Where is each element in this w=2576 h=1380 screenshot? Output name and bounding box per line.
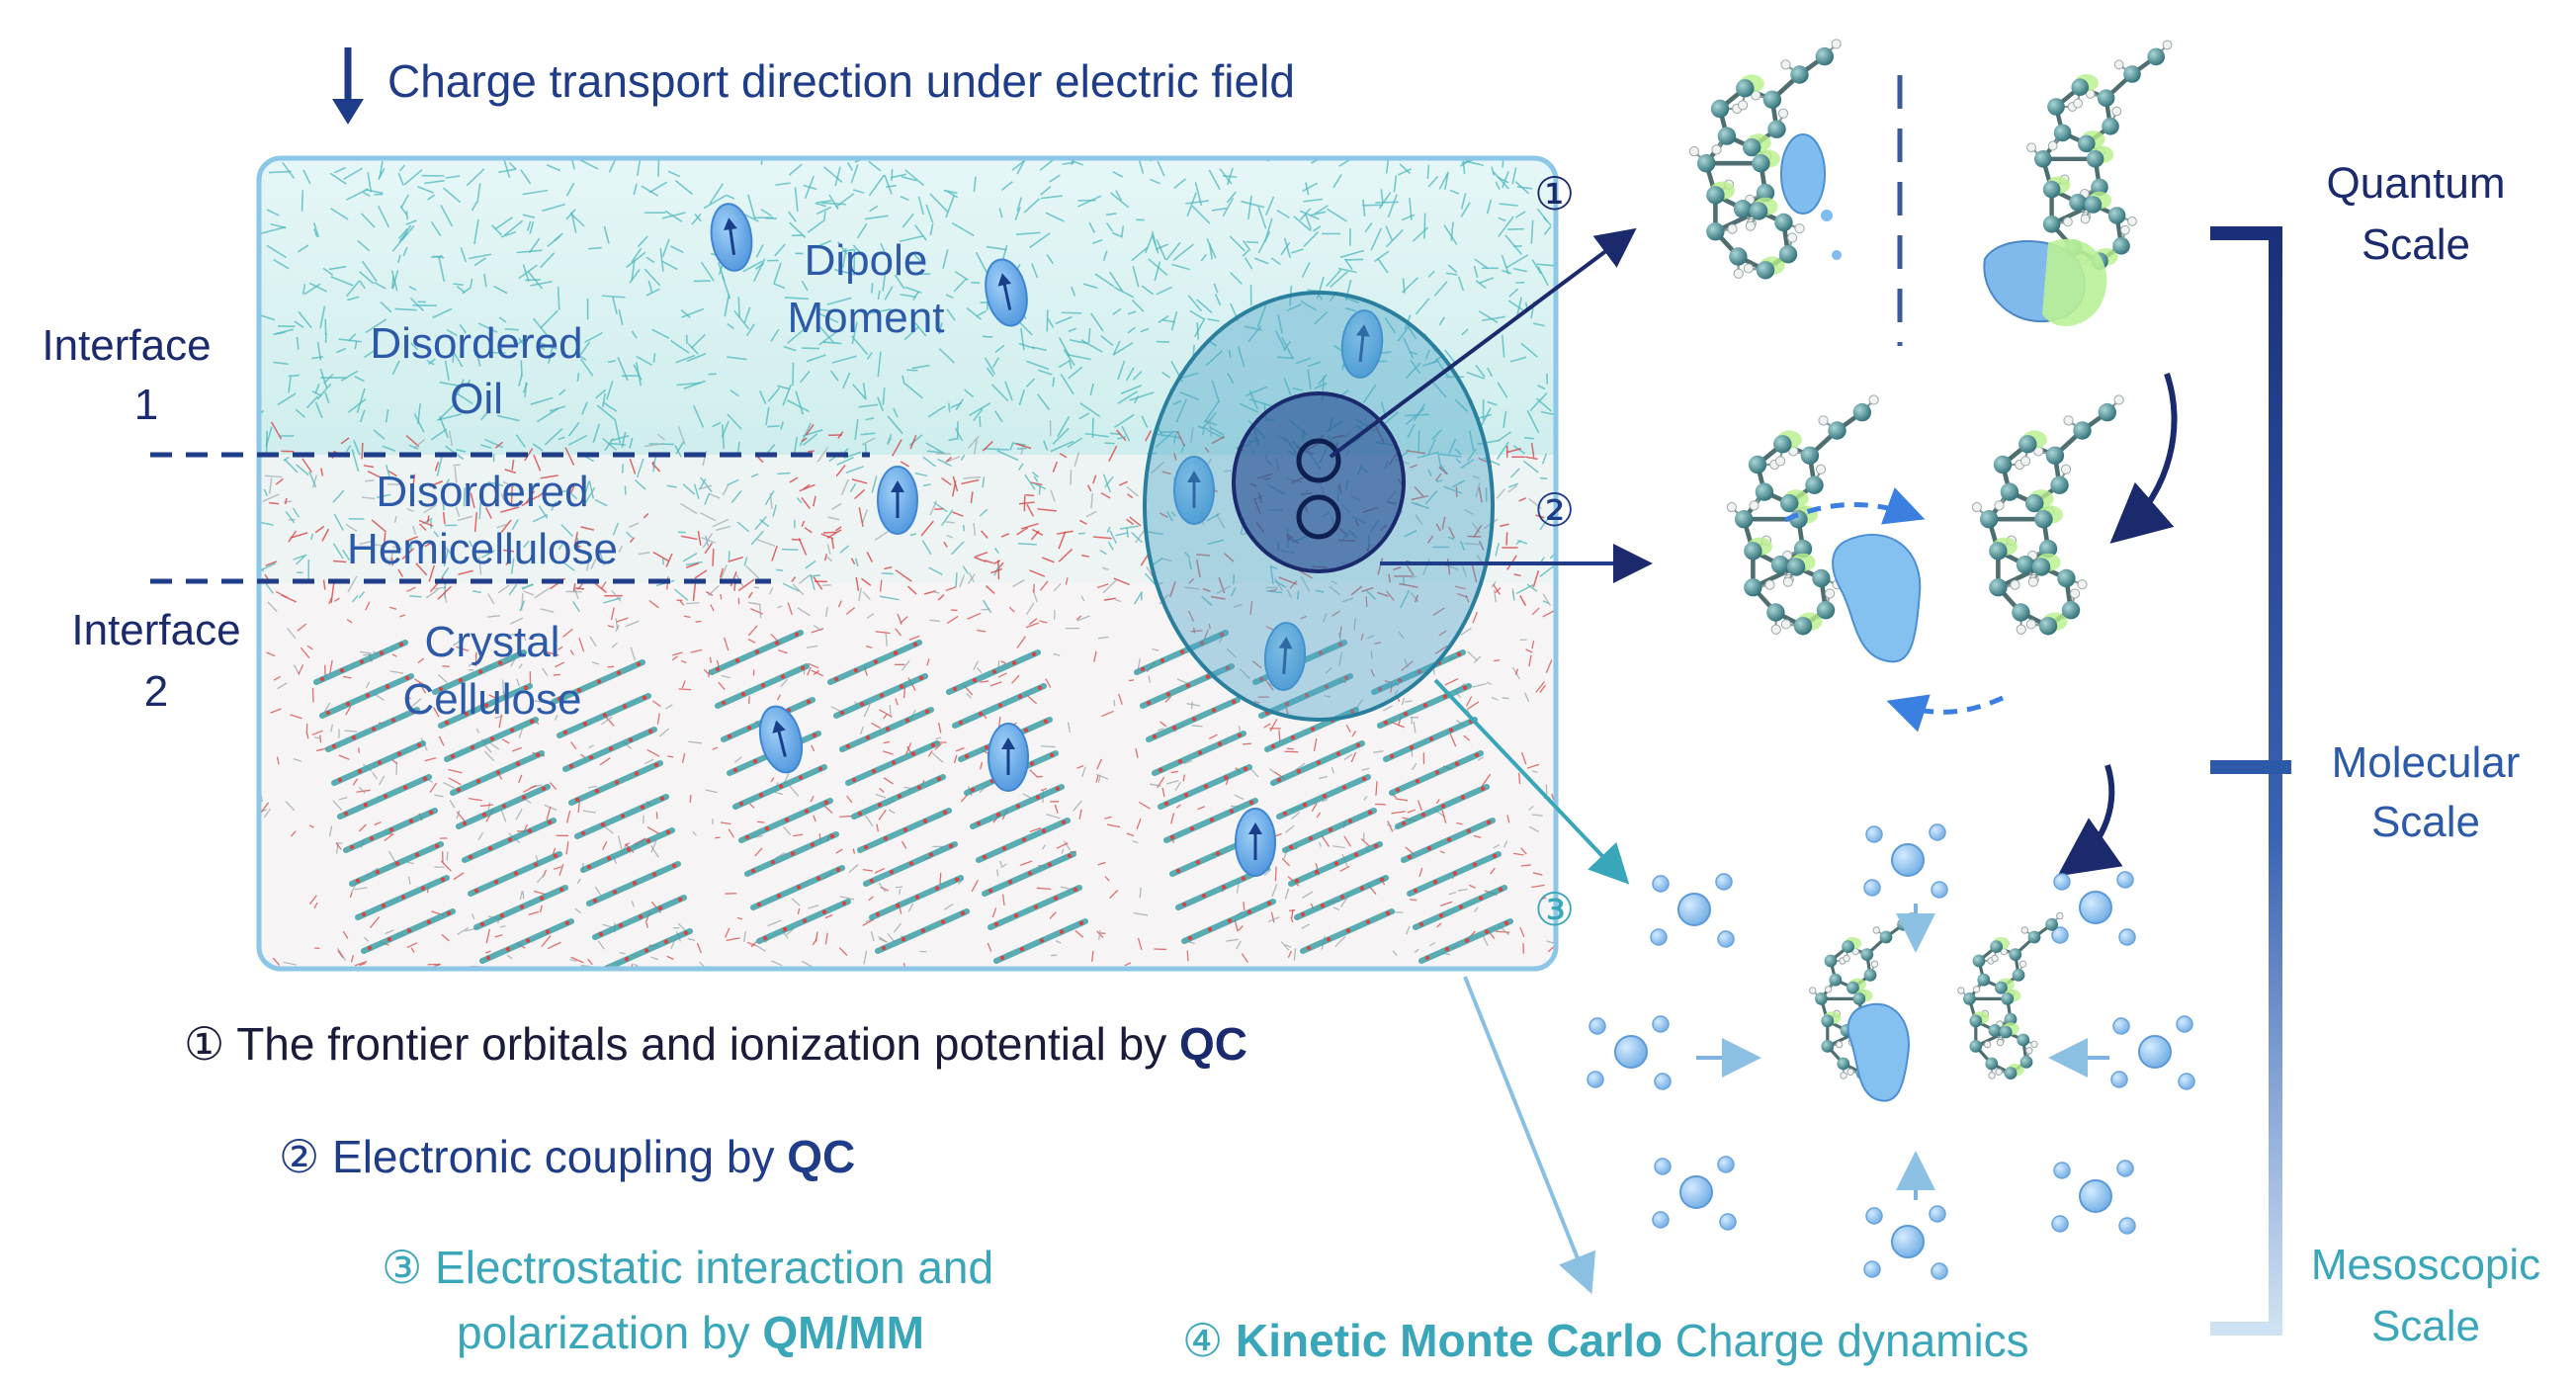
svg-text:Dipole: Dipole: [805, 236, 928, 285]
step-4: ④ Kinetic Monte Carlo Charge dynamics: [1182, 1315, 2029, 1366]
svg-text:Interface: Interface: [71, 606, 240, 654]
label-interface-1: Interface 1: [42, 321, 211, 429]
label-mesoscopic-scale: Mesoscopic Scale: [2311, 1241, 2540, 1350]
orbital-homo-left: [1780, 133, 1842, 260]
molecule-molecular-right: [1971, 394, 2124, 636]
marker-3: ③: [1534, 884, 1575, 935]
svg-text:Oil: Oil: [450, 375, 503, 423]
step-2: ② Electronic coupling by QC: [279, 1131, 855, 1182]
hop-arrow-forward: [1783, 486, 1926, 525]
label-quantum-scale: Quantum Scale: [2327, 159, 2506, 269]
molecule-site-bottom: [1296, 494, 1341, 540]
orbital-homo-right: [1983, 238, 2107, 326]
svg-text:Scale: Scale: [2371, 1302, 2480, 1350]
flow-arrow-1: [2109, 373, 2178, 544]
dipole-markers: [710, 203, 1384, 877]
label-dipole-moment: Dipole Moment: [788, 236, 945, 342]
svg-text:Disordered: Disordered: [370, 319, 582, 368]
arrow-to-mesoscopic: [1433, 678, 1630, 885]
svg-text:Cellulose: Cellulose: [403, 675, 582, 724]
step-1: ① The frontier orbitals and ionization p…: [184, 1018, 1247, 1070]
svg-text:Mesoscopic: Mesoscopic: [2311, 1241, 2540, 1289]
molecule-quantum-right: [2026, 40, 2173, 270]
label-molecular-scale: Molecular Scale: [2332, 738, 2521, 846]
kmc-field-arrows: [1696, 904, 2109, 1200]
svg-text:Quantum: Quantum: [2327, 159, 2506, 208]
svg-text:2: 2: [144, 667, 168, 716]
svg-text:Molecular: Molecular: [2332, 738, 2521, 787]
svg-text:Interface: Interface: [42, 321, 211, 370]
svg-text:Crystal: Crystal: [425, 618, 560, 666]
svg-text:Moment: Moment: [788, 294, 945, 342]
label-interface-2: Interface 2: [71, 606, 240, 716]
arrow-to-kmc: [1463, 976, 1596, 1295]
arrow-to-quantum: [1329, 227, 1637, 459]
svg-text:1: 1: [134, 381, 158, 429]
cellulose-crystals: [259, 574, 1556, 969]
kmc-orbital: [1846, 1002, 1910, 1102]
hop-arrow-backward: [1886, 694, 2005, 733]
step-3-line1: ③ Electrostatic interaction and: [382, 1242, 993, 1293]
label-crystal-cellulose: Crystal Cellulose: [403, 618, 582, 724]
label-hemicellulose: Disordered Hemicellulose: [347, 468, 618, 573]
direction-text: Charge transport direction under electri…: [387, 55, 1295, 107]
kmc-environment-sites: [1587, 823, 2195, 1280]
marker-1: ①: [1534, 168, 1575, 219]
flow-arrow-2: [2057, 764, 2123, 877]
svg-text:Scale: Scale: [2371, 798, 2480, 846]
svg-text:Hemicellulose: Hemicellulose: [347, 525, 618, 573]
svg-text:Scale: Scale: [2361, 220, 2470, 269]
molecule-kmc-right: [1957, 911, 2064, 1079]
molecule-molecular-left: [1726, 394, 1879, 636]
label-disordered-oil: Disordered Oil: [370, 319, 582, 423]
scale-bracket: [2210, 226, 2282, 1336]
marker-2: ②: [1534, 484, 1575, 536]
simulation-box: [259, 158, 1556, 969]
coupling-orbital: [1832, 533, 1922, 663]
step-3-line2: polarization by QM/MM: [457, 1307, 924, 1358]
direction-arrow-icon: [332, 47, 364, 125]
svg-text:Disordered: Disordered: [376, 468, 588, 516]
molecule-site-top: [1296, 438, 1341, 483]
molecule-quantum-left: [1688, 39, 1842, 280]
